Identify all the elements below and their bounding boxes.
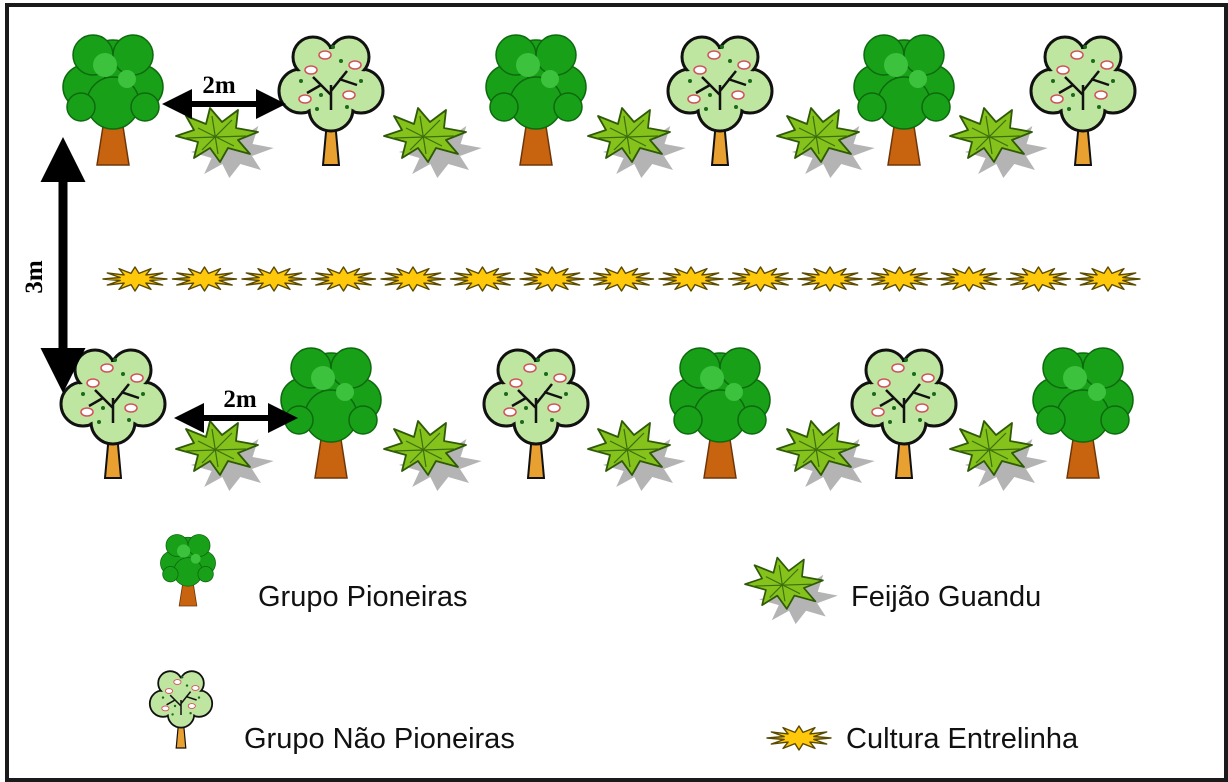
top-row-pioneer-tree-3 [485,34,587,166]
intercrop-plant-7 [519,266,585,292]
intercrop-plant-11 [797,266,863,292]
legend-non-pioneer-icon [148,670,214,749]
intercrop-plant-6 [449,266,516,292]
intercrop-plant-13 [936,266,1002,292]
intercrop-plant-15 [1075,266,1141,292]
intercrop-plant-10 [727,266,794,292]
legend-icons [148,534,838,751]
intercrop-plant-9 [658,266,724,292]
legend-intercrop-icon [766,725,832,751]
top-row-pioneer-tree-1 [62,34,164,166]
intercrop-plant-1 [102,266,168,292]
bottom-row-non-pioneer-tree-1 [59,348,167,479]
bottom-row-guandu-5 [949,420,1048,491]
bottom-row-guandu-1 [175,420,274,491]
legend-guandu-icon [744,556,838,625]
top-row-pioneer-tree-5 [853,34,955,166]
bottom-row-guandu-4 [776,420,875,491]
top-row-guandu-2 [383,107,482,178]
bottom-row-guandu-2 [383,420,482,491]
legend-guandu-label: Feijão Guandu [851,581,1041,613]
legend-pioneer-icon [160,534,216,607]
legend-intercrop-label: Cultura Entrelinha [846,723,1079,755]
bottom-row-pioneer-tree-6 [1032,347,1134,479]
row-spacing-label: 3m [21,260,48,294]
top-row-guandu-5 [949,107,1048,178]
intercrop-plant-5 [380,266,446,292]
intercrop-plant-2 [171,266,238,292]
spacing-label-bottom: 2m [223,386,257,413]
legend: Grupo Pioneiras Feijão Guandu Grupo Não … [148,534,1079,755]
top-row-guandu-4 [776,107,875,178]
bottom-row-guandu-3 [587,420,686,491]
legend-pioneer-label: Grupo Pioneiras [258,581,468,613]
bottom-row-pioneer-tree-4 [669,347,771,479]
top-row-non-pioneer-tree-6 [1029,35,1137,166]
intercrop-plant-3 [241,266,307,292]
bottom-row-non-pioneer-tree-3 [482,348,590,479]
legend-non-pioneer-label: Grupo Não Pioneiras [244,723,515,755]
intercrop-plant-14 [1005,266,1072,292]
top-row-guandu-1 [175,107,274,178]
intercrop-plant-12 [866,266,933,292]
spacing-label-top: 2m [202,72,236,99]
bottom-row-pioneer-tree-2 [280,347,382,479]
top-row-non-pioneer-tree-4 [666,35,774,166]
top-row-guandu-3 [587,107,686,178]
top-row-non-pioneer-tree-2 [277,35,385,166]
intercrop-plant-4 [310,266,377,292]
intercrop-plant-8 [588,266,655,292]
bottom-row-non-pioneer-tree-5 [850,348,958,479]
plants-layer [59,34,1141,491]
